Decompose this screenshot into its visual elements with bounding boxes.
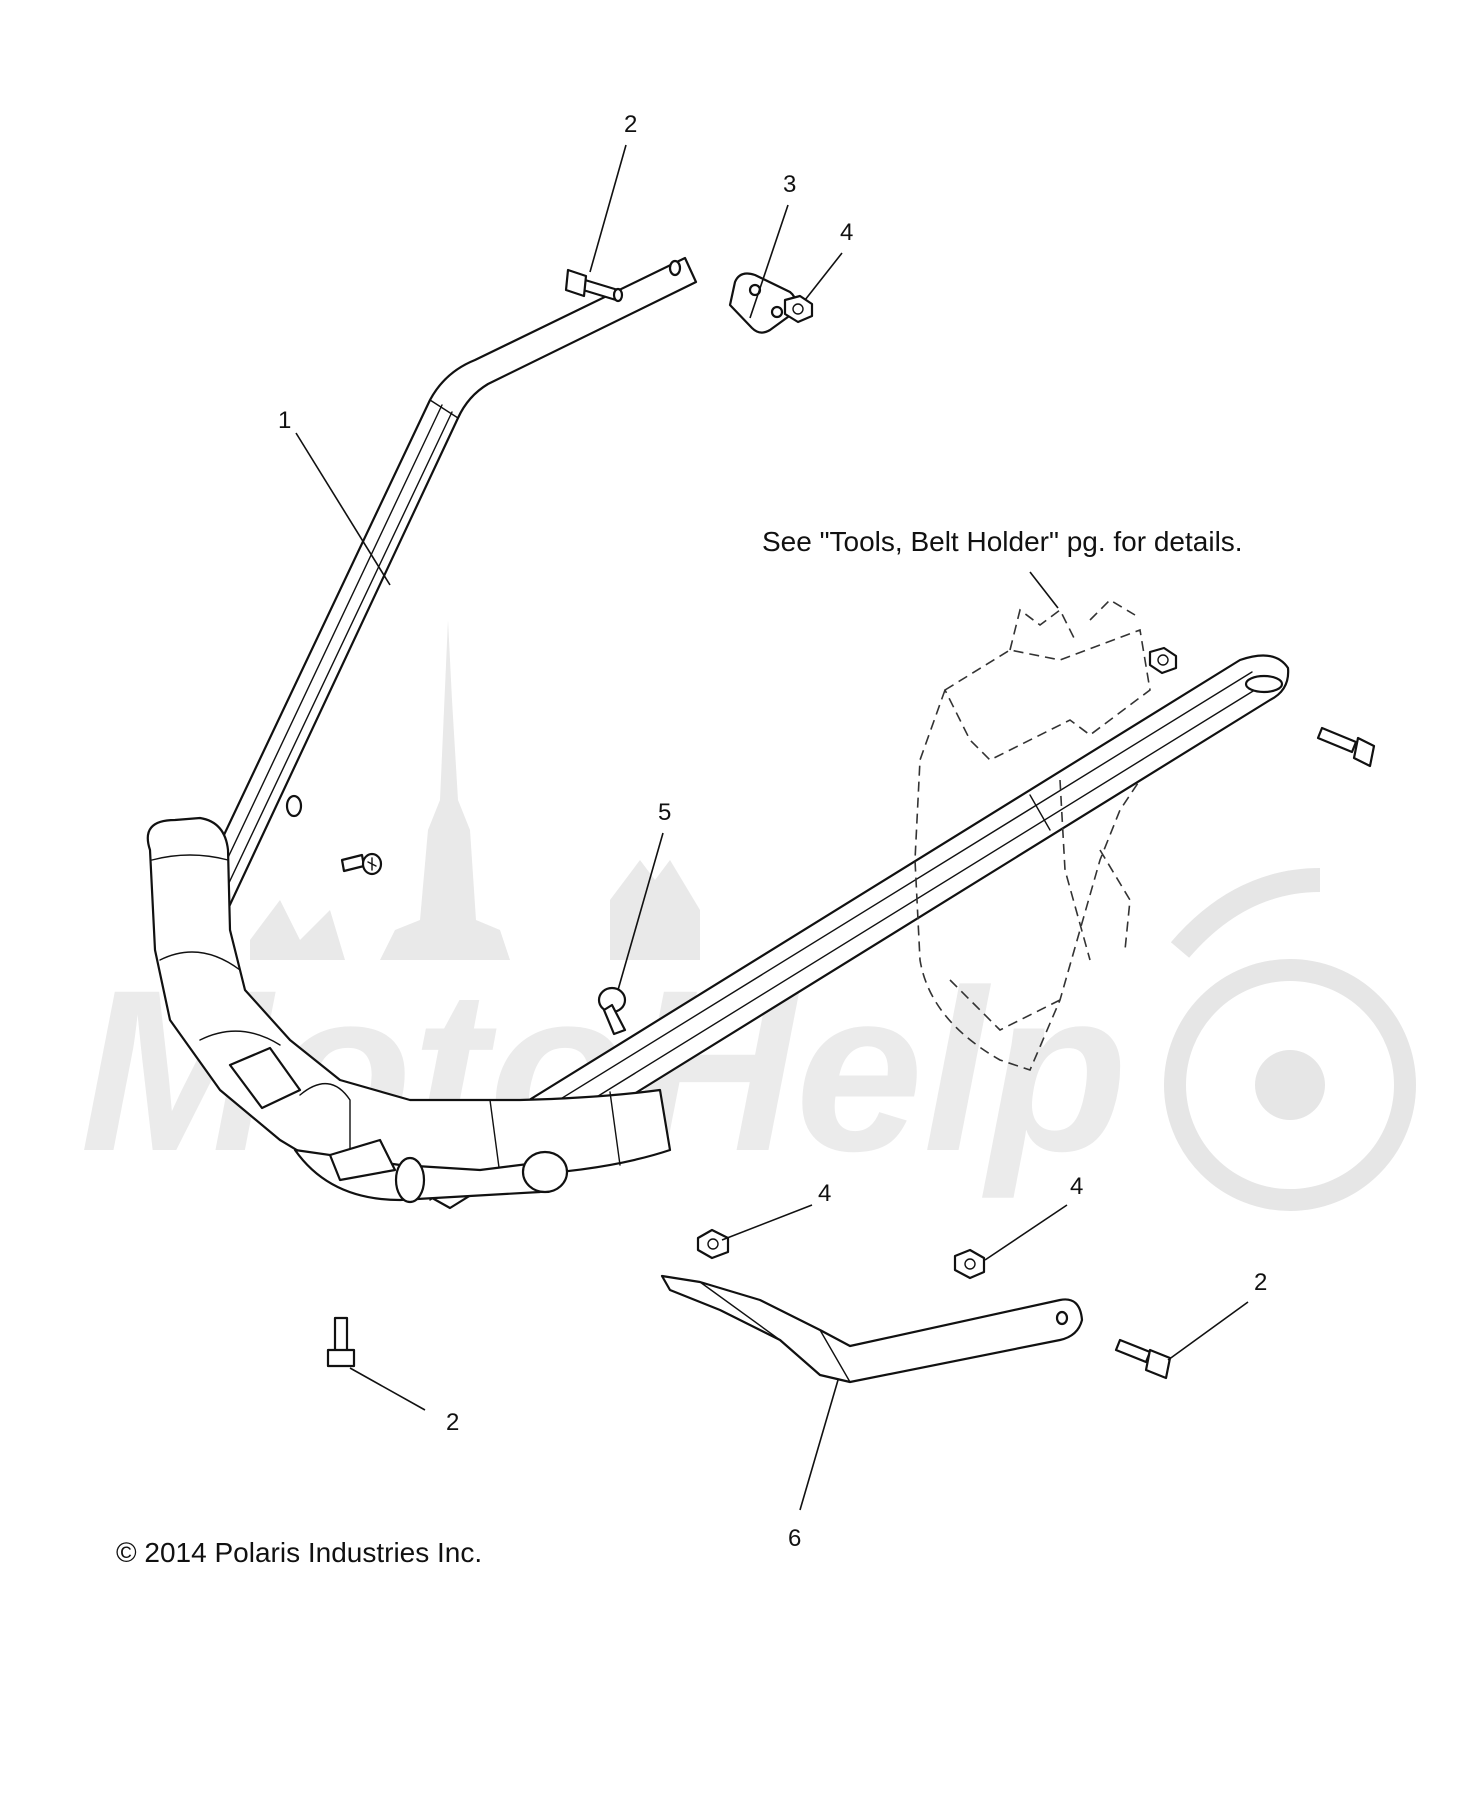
reference-note: See "Tools, Belt Holder" pg. for details… — [762, 526, 1243, 557]
callout-2-bottom: 2 — [446, 1409, 459, 1436]
screw-left — [340, 852, 383, 876]
callout-6: 6 — [788, 1525, 801, 1552]
callout-2-top: 2 — [624, 111, 637, 138]
part-1-bumper-frame — [146, 256, 1290, 1210]
callout-1: 1 — [278, 407, 291, 434]
bolt-right-upper — [1316, 726, 1376, 768]
leader-lines — [295, 144, 1249, 1511]
part-4-nut-mid-left — [696, 1228, 730, 1260]
part-2-bolt-top — [564, 268, 624, 303]
part-2-bolt-bottom-right — [1114, 1338, 1172, 1380]
copyright: © 2014 Polaris Industries Inc. — [116, 1537, 482, 1568]
callout-2-right: 2 — [1254, 1269, 1267, 1296]
nut-belt-holder — [1148, 646, 1178, 675]
callout-3: 3 — [783, 171, 796, 198]
belt-holder-reference — [914, 598, 1151, 1071]
part-2-bolt-bottom-left — [326, 1316, 356, 1368]
callout-4-top: 4 — [840, 219, 853, 246]
callout-4-mid-left: 4 — [818, 1180, 831, 1207]
part-4-nut-top — [783, 294, 814, 324]
part-4-nut-mid-right — [953, 1248, 986, 1280]
part-6-brace — [660, 1274, 1084, 1384]
callout-4-mid-right: 4 — [1070, 1173, 1083, 1200]
callout-5: 5 — [658, 799, 671, 826]
part-5-rivet — [597, 986, 627, 1036]
